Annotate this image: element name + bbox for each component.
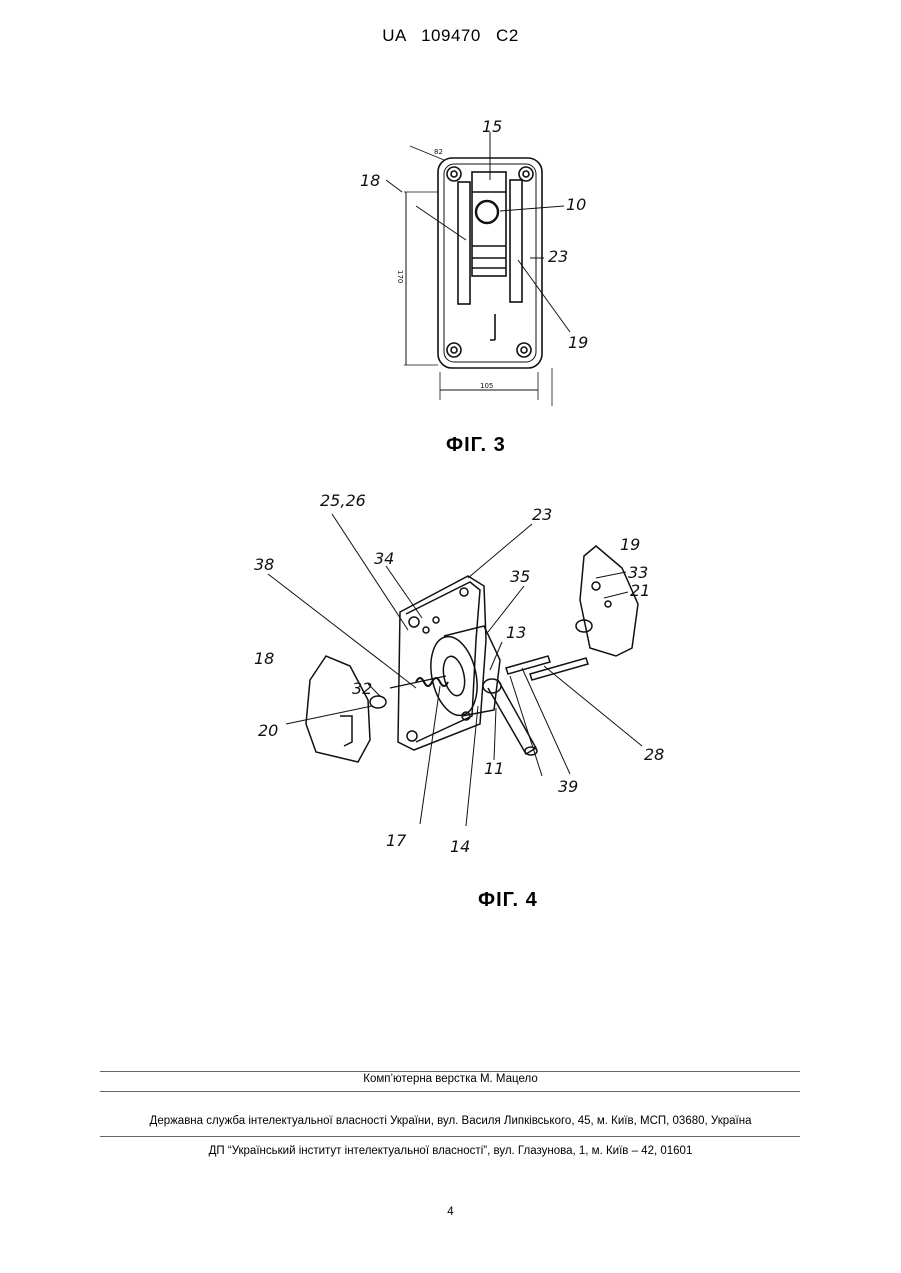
label-21: 21 — [630, 581, 650, 600]
label-17: 17 — [386, 831, 407, 850]
cap-18 — [306, 656, 370, 762]
figure-4-drawing: 25,26 23 19 38 34 35 33 21 18 13 32 20 2… — [240, 480, 680, 870]
label-32: 32 — [352, 679, 372, 698]
office-line: Державна служба інтелектуальної власност… — [0, 1115, 901, 1127]
patent-header: UA 109470 C2 — [0, 26, 901, 46]
footer-rule-middle — [100, 1091, 800, 1092]
label-18: 18 — [360, 171, 380, 190]
dim-top: 82 — [434, 148, 443, 156]
label-39: 39 — [558, 777, 578, 796]
label-13: 13 — [506, 623, 526, 642]
label-14: 14 — [450, 837, 470, 856]
label-33: 33 — [628, 563, 648, 582]
label-15: 15 — [482, 117, 502, 136]
label-19: 19 — [568, 333, 588, 352]
institute-line: ДП “Український інститут інтелектуальної… — [0, 1145, 901, 1157]
label-20: 20 — [258, 721, 278, 740]
dim-side: 170 — [396, 270, 404, 283]
label-23: 23 — [548, 247, 568, 266]
pin — [530, 658, 588, 680]
rail-left — [458, 182, 470, 304]
label-35: 35 — [510, 567, 530, 586]
screw-icon — [519, 167, 533, 181]
label-19: 19 — [620, 535, 640, 554]
label-10: 10 — [566, 195, 586, 214]
hub-cylinder — [424, 632, 484, 719]
dim-bottom: 105 — [480, 382, 493, 390]
layout-credit: Комп’ютерна верстка М. Мацело — [0, 1073, 901, 1085]
pin — [506, 656, 550, 674]
screw-icon — [447, 167, 461, 181]
label-38: 38 — [254, 555, 274, 574]
footer-rule-top — [100, 1071, 800, 1072]
label-23: 23 — [532, 505, 552, 524]
label-28: 28 — [644, 745, 664, 764]
screw-icon — [517, 343, 531, 357]
mounting-plate — [438, 158, 542, 368]
figure-3-caption: ФІГ. 3 — [446, 434, 506, 457]
screw-icon — [447, 343, 461, 357]
hinge-pin — [476, 201, 498, 223]
label-18: 18 — [254, 649, 274, 668]
label-25-26: 25,26 — [320, 491, 366, 510]
footer-rule-bottom — [100, 1136, 800, 1137]
label-11: 11 — [484, 759, 504, 778]
figure-4-caption: ФІГ. 4 — [478, 889, 538, 912]
rail-right — [510, 180, 522, 302]
page-number: 4 — [0, 1206, 901, 1218]
figure-3-drawing: 15 18 10 23 19 82 170 105 — [340, 110, 600, 410]
label-34: 34 — [374, 549, 394, 568]
